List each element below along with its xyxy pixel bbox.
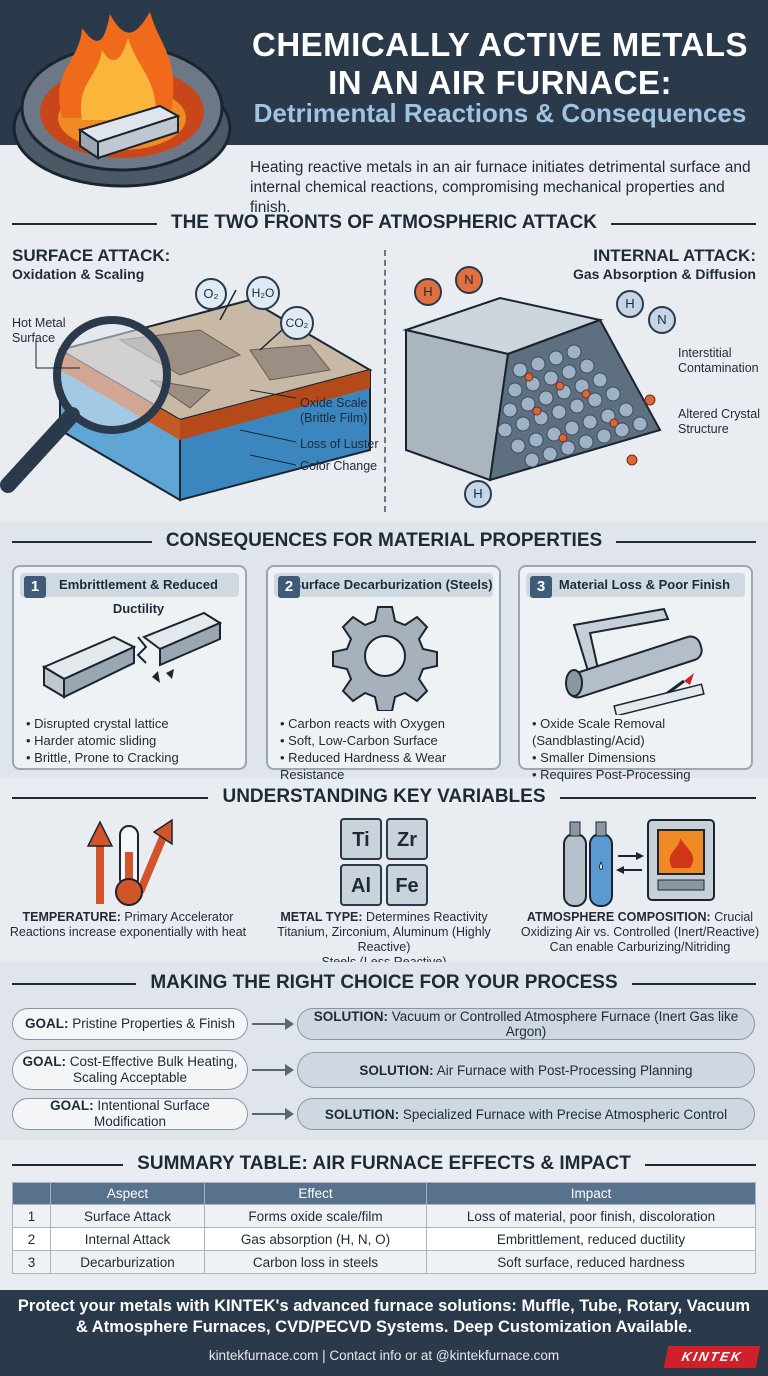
luster-label: Loss of Luster (300, 437, 379, 451)
choice-heading: MAKING THE RIGHT CHOICE FOR YOUR PROCESS (0, 972, 768, 994)
metal-type-variable: METAL TYPE: Determines Reactivity Titani… (277, 910, 491, 969)
nitrogen-atom: N (455, 266, 483, 294)
oxidation-illustration (0, 289, 373, 502)
element-ti: Ti (340, 818, 382, 860)
card-material-loss: 3 Material Loss & Poor Finish Oxide Scale… (518, 565, 753, 782)
h2o-molecule: H₂O (246, 276, 280, 310)
hydrogen-atom: H (414, 278, 442, 306)
title-line-2: IN AN AIR FURNACE: (328, 64, 672, 101)
fronts-heading-text: THE TWO FRONTS OF ATMOSPHERIC ATTACK (156, 212, 612, 233)
gas-cylinder-furnace-icon (563, 819, 715, 907)
card-title: Material Loss & Poor Finish (558, 577, 731, 592)
periodic-elements: Ti Zr Al Fe (340, 818, 428, 906)
variables-heading-text: UNDERSTANDING KEY VARIABLES (208, 786, 560, 807)
variables-heading: UNDERSTANDING KEY VARIABLES (0, 786, 768, 808)
header-banner: CHEMICALLY ACTIVE METALS IN AN AIR FURNA… (0, 0, 768, 188)
consequences-heading: CONSEQUENCES FOR MATERIAL PROPERTIES (0, 530, 768, 552)
temperature-variable: TEMPERATURE: Primary Accelerator Reactio… (9, 910, 247, 939)
oxide-scale-label: Oxide Scale(Brittle Film) (300, 396, 368, 425)
goal-pill: GOAL: Cost-Effective Bulk Heating,Scalin… (12, 1050, 248, 1090)
element-zr: Zr (386, 818, 428, 860)
intro-text: Heating reactive metals in an air furnac… (250, 159, 751, 216)
element-al: Al (340, 864, 382, 906)
cracked-bar-icon (41, 611, 223, 699)
fronts-heading: THE TWO FRONTS OF ATMOSPHERIC ATTACK (0, 212, 768, 234)
choice-heading-text: MAKING THE RIGHT CHOICE FOR YOUR PROCESS (136, 972, 632, 993)
co2-molecule: CO₂ (280, 306, 314, 340)
card-title: Surface Decarburization (Steels) (292, 577, 493, 592)
color-change-label: Color Change (300, 459, 378, 473)
arrow-icon (252, 1018, 294, 1030)
arrow-icon (252, 1108, 294, 1120)
internal-attack-title: INTERNAL ATTACK: (593, 246, 756, 265)
gear-icon (332, 606, 438, 711)
footer: Protect your metals with KINTEK's advanc… (0, 1290, 768, 1376)
arrow-icon (252, 1064, 294, 1076)
goal-pill: GOAL: Intentional Surface Modification (12, 1098, 248, 1130)
solution-pill: SOLUTION: Air Furnace with Post-Processi… (297, 1052, 755, 1088)
caliper-pipe-icon (565, 607, 705, 715)
surface-attack-subtitle: Oxidation & Scaling (12, 266, 145, 282)
card-embrittlement: 1 Embrittlement & Reduced Ductility Disru… (12, 565, 247, 770)
solution-pill: SOLUTION: Vacuum or Controlled Atmospher… (297, 1008, 755, 1040)
footer-contact-link[interactable]: kintekfurnace.com | Contact info or at @… (208, 1348, 560, 1363)
footer-promo: Protect your metals with KINTEK's advanc… (17, 1297, 751, 1336)
title-line-1: CHEMICALLY ACTIVE METALS (251, 26, 749, 63)
summary-heading-text: SUMMARY TABLE: AIR FURNACE EFFECTS & IMP… (123, 1153, 645, 1174)
card-number: 3 (530, 576, 552, 598)
furnace-flame-icon (12, 12, 232, 188)
hydrogen-atom-3: H (464, 480, 492, 508)
surface-attack-title: SURFACE ATTACK: (12, 246, 171, 265)
card-number: 1 (24, 576, 46, 598)
center-divider (384, 250, 386, 512)
gas-diffusion-illustration (402, 296, 662, 482)
card-bullets: Disrupted crystal lattice Harder atomic … (26, 715, 179, 766)
internal-attack-subtitle: Gas Absorption & Diffusion (572, 266, 756, 282)
kintek-logo: KINTEK (663, 1346, 761, 1368)
page-subtitle: Detrimental Reactions & Consequences (253, 98, 747, 128)
page-title: CHEMICALLY ACTIVE METALS IN AN AIR FURNA… (240, 26, 760, 102)
o2-molecule: O₂ (195, 278, 227, 310)
card-bullets: Oxide Scale Removal (Sandblasting/Acid) … (532, 715, 751, 783)
goal-pill: GOAL: Pristine Properties & Finish (12, 1008, 248, 1040)
hydrogen-atom-2: H (616, 290, 644, 318)
solution-pill: SOLUTION: Specialized Furnace with Preci… (297, 1098, 755, 1130)
element-fe: Fe (386, 864, 428, 906)
card-title: Embrittlement & Reduced Ductility (59, 577, 218, 616)
atmosphere-variable: ATMOSPHERE COMPOSITION: Crucial Oxidizin… (520, 910, 760, 954)
nitrogen-atom-2: N (648, 306, 676, 334)
consequences-heading-text: CONSEQUENCES FOR MATERIAL PROPERTIES (151, 530, 617, 551)
table-header-row: Aspect Effect Impact (12, 1182, 756, 1205)
card-number: 2 (278, 576, 300, 598)
summary-heading: SUMMARY TABLE: AIR FURNACE EFFECTS & IMP… (0, 1153, 768, 1175)
card-bullets: Carbon reacts with Oxygen Soft, Low-Carb… (280, 715, 499, 783)
thermometer-icon (86, 818, 173, 906)
